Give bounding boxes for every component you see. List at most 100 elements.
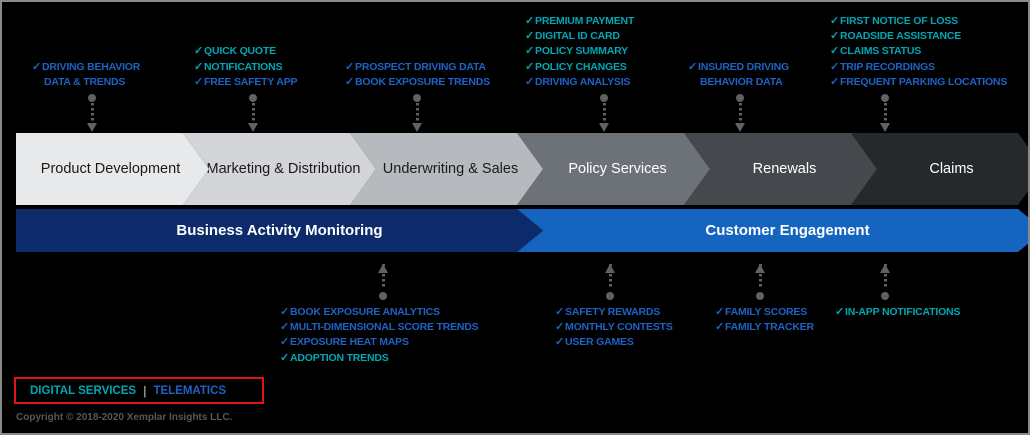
feature-label: FAMILY SCORES [725, 306, 808, 318]
feature-label: BEHAVIOR DATA [700, 75, 783, 88]
feature-label: FREE SAFETY APP [204, 75, 298, 88]
check-icon: ✓ [555, 321, 565, 334]
band-customer-engagement[interactable]: Customer Engagement [517, 209, 1030, 252]
check-icon: ✓ [280, 306, 290, 318]
legend-box: DIGITAL SERVICES | TELEMATICS [14, 377, 264, 404]
bottom-feature-group: ✓FAMILY SCORES✓FAMILY TRACKER [715, 305, 814, 335]
connector-arrow-up [377, 264, 389, 300]
feature-item: ✓FIRST NOTICE OF LOSS [830, 14, 1007, 29]
feature-item: ✓PREMIUM PAYMENT [525, 14, 634, 29]
stage-label: Underwriting & Sales [382, 161, 519, 177]
feature-item: ✓IN-APP NOTIFICATIONS [835, 305, 960, 320]
feature-label: SAFETY REWARDS [565, 306, 661, 318]
feature-item: DATA & TRENDS [32, 75, 140, 90]
feature-label: PROSPECT DRIVING DATA [355, 60, 486, 73]
feature-item: ✓BOOK EXPOSURE TRENDS [345, 75, 490, 90]
feature-label: FIRST NOTICE OF LOSS [840, 15, 958, 27]
feature-label: MULTI-DIMENSIONAL SCORE TRENDS [290, 321, 479, 334]
check-icon: ✓ [280, 321, 290, 334]
check-icon: ✓ [830, 15, 840, 27]
feature-label: MONTHLY CONTESTS [565, 321, 673, 334]
feature-item: ✓CLAIMS STATUS [830, 44, 1007, 59]
stage-policy-services[interactable]: Policy Services [517, 133, 710, 205]
feature-item: ✓POLICY CHANGES [525, 60, 634, 75]
check-icon: ✓ [715, 306, 725, 318]
check-icon: ✓ [830, 60, 840, 73]
stage-product-development[interactable]: Product Development [16, 133, 209, 205]
value-chain-stages: Product Development Marketing & Distribut… [16, 133, 1018, 205]
feature-item: ✓DIGITAL ID CARD [525, 29, 634, 44]
check-icon: ✓ [345, 75, 355, 88]
check-icon: ✓ [194, 45, 204, 58]
feature-label: INSURED DRIVING [698, 60, 789, 73]
feature-item: ✓SAFETY REWARDS [555, 305, 673, 320]
stage-label: Policy Services [568, 161, 667, 177]
check-icon: ✓ [555, 306, 565, 318]
check-icon: ✓ [555, 336, 565, 349]
feature-label: QUICK QUOTE [204, 45, 276, 58]
legend-separator: | [143, 383, 147, 398]
feature-label: NOTIFICATIONS [204, 60, 283, 73]
feature-label: FREQUENT PARKING LOCATIONS [840, 75, 1008, 88]
connector-arrow-down [247, 94, 259, 132]
feature-item: ✓FREE SAFETY APP [194, 75, 298, 90]
check-icon: ✓ [525, 15, 535, 27]
feature-item: ✓MULTI-DIMENSIONAL SCORE TRENDS [280, 320, 479, 335]
feature-item: BEHAVIOR DATA [688, 75, 789, 90]
feature-label: TRIP RECORDINGS [840, 60, 935, 73]
check-icon: ✓ [194, 75, 204, 88]
stage-label: Marketing & Distribution [206, 161, 361, 177]
connector-arrow-up [754, 264, 766, 300]
feature-item: ✓QUICK QUOTE [194, 44, 297, 59]
band-business-activity-monitoring[interactable]: Business Activity Monitoring [16, 209, 543, 252]
feature-item: ✓FREQUENT PARKING LOCATIONS [830, 75, 1007, 90]
feature-label: BOOK EXPOSURE ANALYTICS [290, 306, 440, 318]
legend-digital-services-label: DIGITAL SERVICES [30, 384, 137, 397]
top-feature-group: ✓PREMIUM PAYMENT✓DIGITAL ID CARD✓POLICY … [525, 14, 634, 90]
feature-item: ✓DRIVING ANALYSIS [525, 75, 634, 90]
check-icon: ✓ [280, 351, 290, 364]
feature-label: EXPOSURE HEAT MAPS [290, 336, 409, 349]
feature-item: ✓INSURED DRIVING [688, 60, 789, 75]
check-icon: ✓ [525, 75, 535, 88]
stage-label: Product Development [40, 161, 181, 177]
feature-item: ✓FAMILY TRACKER [715, 320, 814, 335]
feature-label: CLAIMS STATUS [840, 45, 922, 58]
feature-label: DIGITAL ID CARD [535, 30, 620, 43]
feature-label: BOOK EXPOSURE TRENDS [355, 75, 490, 88]
check-icon: ✓ [835, 306, 845, 318]
feature-label: DRIVING BEHAVIOR [42, 60, 141, 73]
feature-item: ✓ROADSIDE ASSISTANCE [830, 29, 1007, 44]
check-icon: ✓ [525, 30, 535, 43]
feature-item: ✓NOTIFICATIONS [194, 60, 297, 75]
stage-claims[interactable]: Claims [851, 133, 1030, 205]
feature-item: ✓PROSPECT DRIVING DATA [345, 60, 490, 75]
feature-item: ✓USER GAMES [555, 335, 673, 350]
check-icon: ✓ [525, 60, 535, 73]
feature-label: IN-APP NOTIFICATIONS [845, 306, 961, 318]
stage-renewals[interactable]: Renewals [684, 133, 877, 205]
bottom-feature-group: ✓BOOK EXPOSURE ANALYTICS✓MULTI-DIMENSION… [280, 305, 479, 366]
bottom-feature-group: ✓IN-APP NOTIFICATIONS [835, 305, 960, 320]
feature-label: PREMIUM PAYMENT [535, 15, 635, 27]
connector-arrow-up [604, 264, 616, 300]
connector-arrow-down [879, 94, 891, 132]
check-icon: ✓ [32, 60, 42, 73]
connector-arrow-down [598, 94, 610, 132]
feature-item: ✓FAMILY SCORES [715, 305, 814, 320]
connector-arrow-up [879, 264, 891, 300]
feature-item: ✓TRIP RECORDINGS [830, 60, 1007, 75]
feature-label: POLICY SUMMARY [535, 45, 628, 58]
stage-label: Renewals [752, 161, 817, 177]
stage-marketing-distribution[interactable]: Marketing & Distribution [183, 133, 376, 205]
check-icon: ✓ [280, 336, 290, 349]
feature-label: FAMILY TRACKER [725, 321, 814, 334]
band-label: Business Activity Monitoring [176, 222, 383, 239]
feature-item: ✓DRIVING BEHAVIOR [32, 60, 140, 75]
top-feature-group: ✓QUICK QUOTE✓NOTIFICATIONS✓FREE SAFETY A… [194, 44, 298, 90]
top-feature-group: ✓PROSPECT DRIVING DATA✓BOOK EXPOSURE TRE… [345, 60, 490, 90]
stage-underwriting-sales[interactable]: Underwriting & Sales [350, 133, 543, 205]
feature-item: ✓ADOPTION TRENDS [280, 351, 478, 366]
